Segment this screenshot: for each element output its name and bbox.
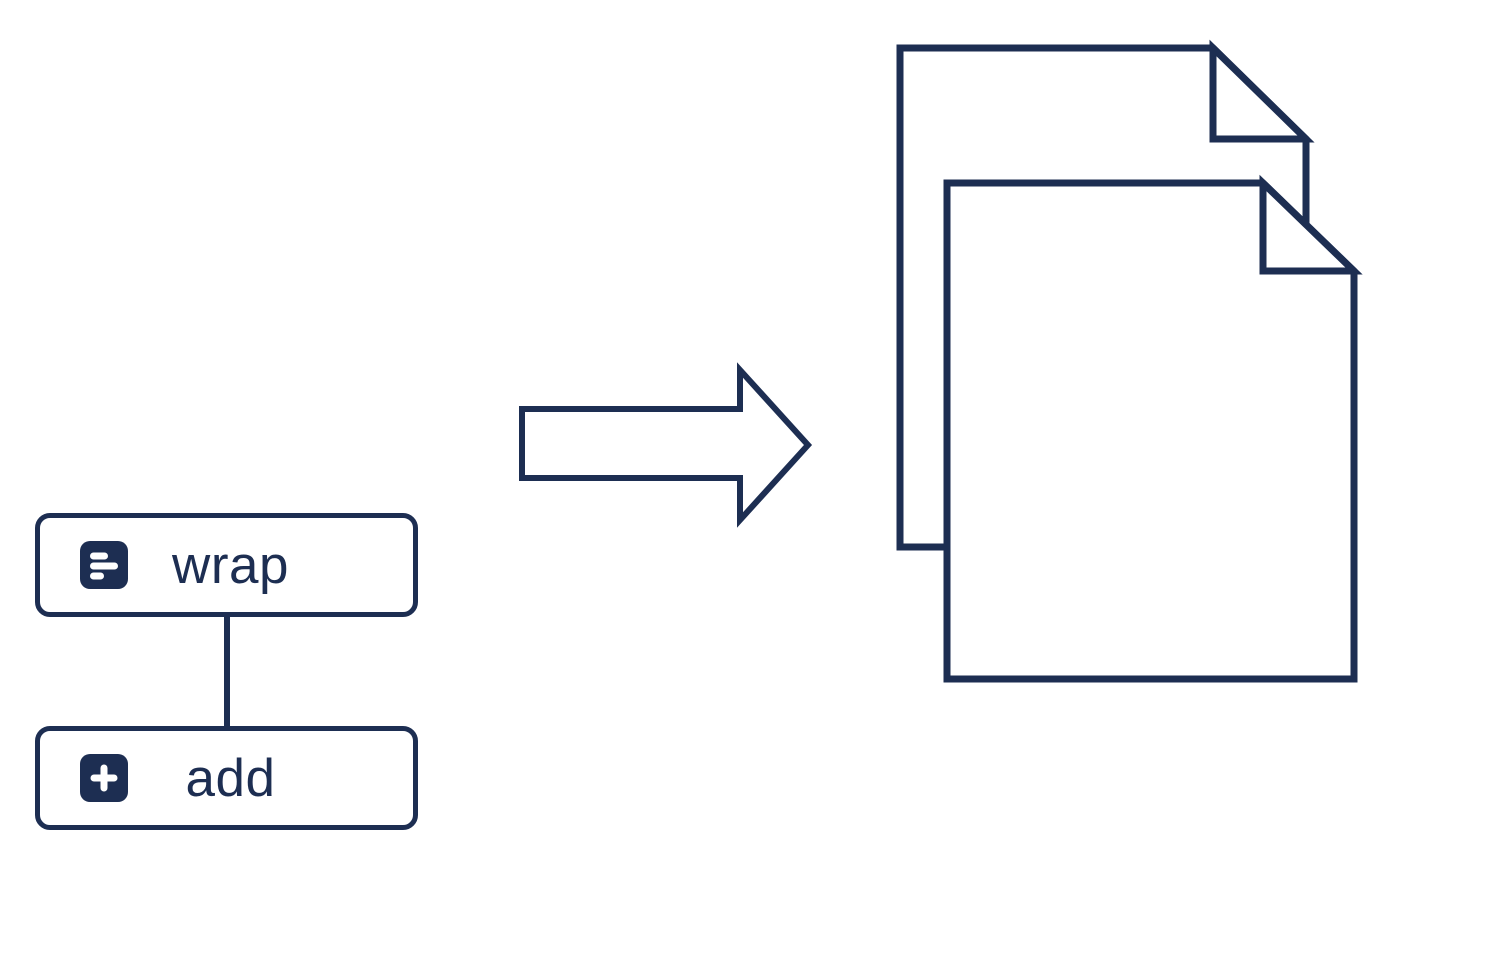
node-label: wrap [172, 535, 289, 595]
plus-icon [80, 754, 128, 802]
node-label: add [185, 748, 276, 808]
right-arrow-icon [519, 362, 813, 528]
page-outline [943, 179, 1358, 683]
node-wrap: wrap [35, 513, 418, 617]
node-add: add [35, 726, 418, 830]
page-fold-corner-icon [1259, 174, 1363, 275]
document-front [943, 174, 1363, 683]
stream-lines-icon [80, 541, 128, 589]
page-fold-corner-icon [1209, 39, 1315, 143]
